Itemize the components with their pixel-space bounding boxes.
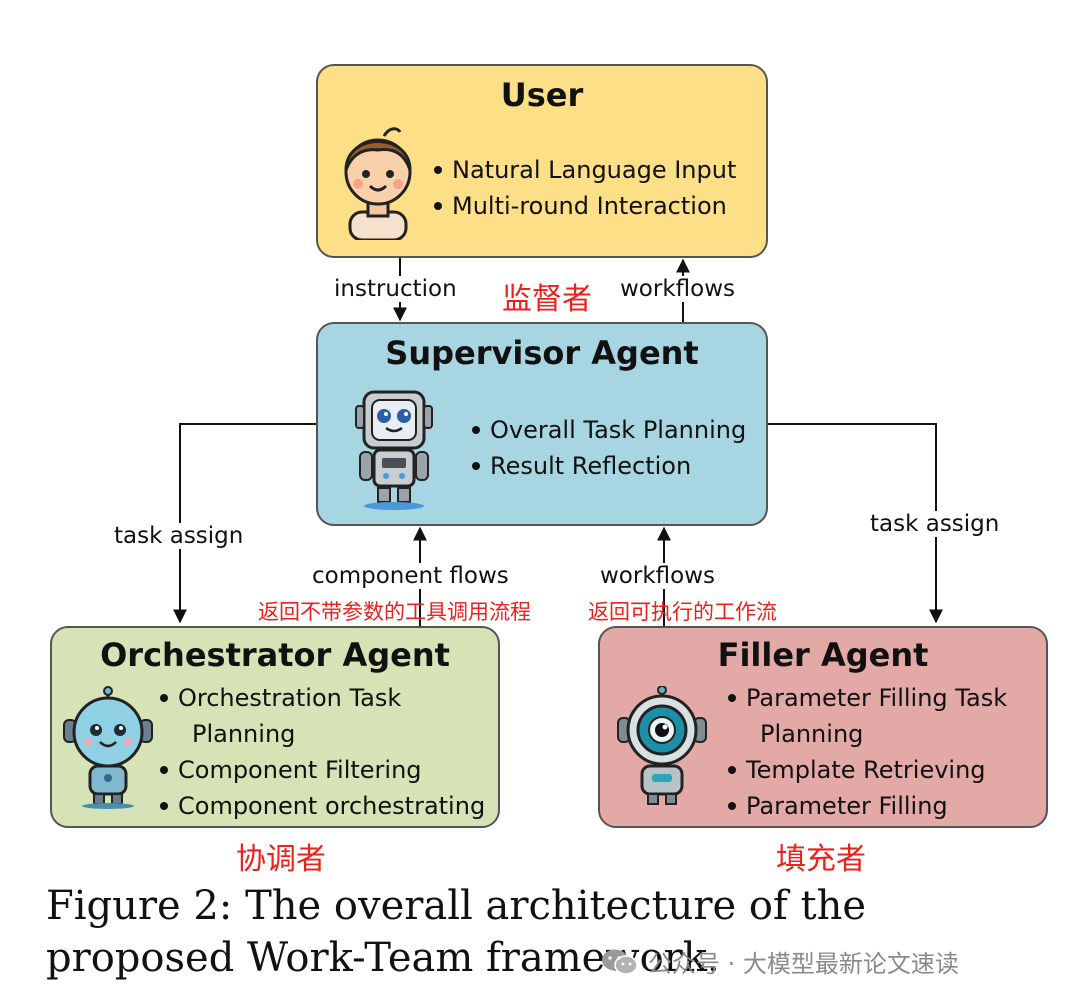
user-avatar-icon bbox=[344, 127, 412, 240]
eye-robot-icon bbox=[617, 686, 707, 805]
task-assign-left-arrow bbox=[173, 423, 318, 624]
filler-bullet-3: Parameter Filling bbox=[726, 788, 1007, 824]
orchestrator-bullet-1: Orchestration Task Planning bbox=[158, 680, 485, 752]
instruction-label: instruction bbox=[334, 276, 457, 302]
workflows-up-label: workflows bbox=[620, 276, 736, 302]
orchestrator-box: Orchestrator Agent Orchestration Task Pl… bbox=[50, 626, 500, 828]
task-assign-right-arrow bbox=[766, 423, 943, 624]
component-flows-label: component flows bbox=[312, 563, 509, 589]
orchestrator-title: Orchestrator Agent bbox=[100, 636, 450, 674]
user-bullet-1: Natural Language Input bbox=[432, 152, 736, 188]
filler-title: Filler Agent bbox=[717, 636, 929, 674]
task-assign-left-label: task assign bbox=[114, 523, 244, 549]
watermark-text: 公众号 · 大模型最新论文速读 bbox=[648, 950, 959, 978]
watermark: 公众号 · 大模型最新论文速读 bbox=[600, 944, 959, 979]
filler-cn-label: 填充者 bbox=[776, 842, 866, 877]
user-box: User Natural Language Input Multi-round … bbox=[316, 64, 768, 258]
wechat-icon bbox=[602, 949, 638, 975]
orchestrator-bullet-2: Component Filtering bbox=[158, 752, 485, 788]
orchestrator-return-cn-label: 返回不带参数的工具调用流程 bbox=[258, 600, 531, 624]
user-bullets: Natural Language Input Multi-round Inter… bbox=[432, 152, 736, 224]
user-bullet-2: Multi-round Interaction bbox=[432, 188, 736, 224]
user-title: User bbox=[500, 76, 584, 114]
supervisor-bullet-2: Result Reflection bbox=[470, 448, 746, 484]
supervisor-title: Supervisor Agent bbox=[385, 334, 699, 372]
orchestrator-bullets: Orchestration Task Planning Component Fi… bbox=[158, 680, 485, 824]
supervisor-box: Supervisor Agent Overall Task Planning R… bbox=[316, 322, 768, 526]
supervisor-bullets: Overall Task Planning Result Reflection bbox=[470, 412, 746, 484]
workflows-filler-label: workflows bbox=[600, 563, 716, 589]
filler-bullet-1: Parameter Filling Task Planning bbox=[726, 680, 1007, 752]
robot-icon bbox=[355, 390, 433, 510]
orchestrator-cn-label: 协调者 bbox=[236, 842, 326, 877]
filler-box: Filler Agent Parameter Filling Task Plan… bbox=[598, 626, 1048, 828]
round-robot-icon bbox=[63, 686, 153, 809]
filler-bullet-2: Template Retrieving bbox=[726, 752, 1007, 788]
supervisor-cn-label: 监督者 bbox=[502, 282, 592, 317]
task-assign-right-label: task assign bbox=[870, 511, 1000, 537]
filler-return-cn-label: 返回可执行的工作流 bbox=[588, 600, 777, 624]
orchestrator-bullet-3: Component orchestrating bbox=[158, 788, 485, 824]
filler-bullets: Parameter Filling Task Planning Template… bbox=[726, 680, 1007, 824]
supervisor-bullet-1: Overall Task Planning bbox=[470, 412, 746, 448]
